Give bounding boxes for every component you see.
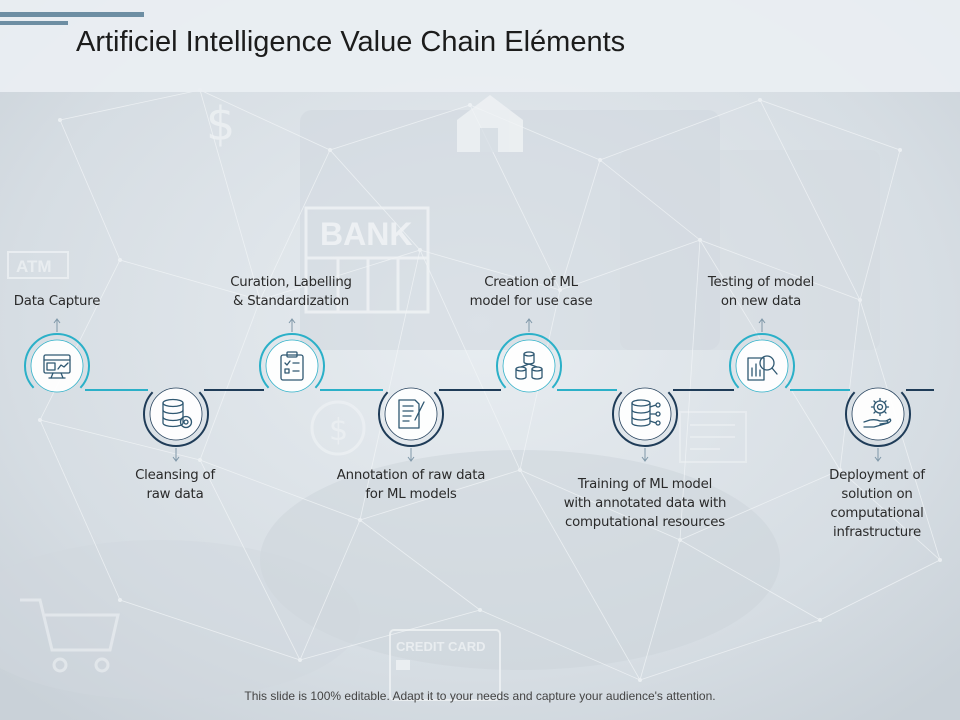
- step-label: Curation, Labelling & Standardization: [196, 273, 386, 311]
- step-ring: [143, 391, 209, 447]
- step-label-line: Deployment of: [829, 468, 925, 483]
- page-title: Artificiel Intelligence Value Chain Elém…: [76, 26, 626, 58]
- step-ring: [496, 333, 562, 389]
- step-label-line: Testing of model: [707, 275, 815, 290]
- document-icon: [679, 411, 747, 463]
- step-label-line: Training of ML model: [577, 477, 713, 492]
- accent-bar: [0, 21, 68, 25]
- atm-icon: ATM: [7, 251, 69, 279]
- step-node: [845, 387, 911, 462]
- step-label-line: Cleansing of: [135, 468, 215, 483]
- step-label-line: on new data: [720, 294, 802, 309]
- step-node: [496, 318, 562, 393]
- step-label-line: for ML models: [365, 487, 457, 502]
- monitor-dashboard-icon: [43, 354, 71, 379]
- step-label-line: solution on: [841, 487, 913, 502]
- house-icon: [457, 95, 523, 152]
- database-gear-icon: [162, 398, 193, 429]
- step-node: [143, 387, 209, 462]
- step-label-line: Data Capture: [13, 294, 101, 309]
- value-chain-process: [24, 318, 934, 462]
- step-label-line: Annotation of raw data: [336, 468, 486, 483]
- bank-sign: BANK: [320, 216, 412, 252]
- step-label-line: infrastructure: [833, 525, 921, 540]
- shopping-cart-icon: [20, 598, 120, 673]
- database-stack-icon: [515, 351, 543, 380]
- step-ring: [24, 333, 90, 389]
- step-ring: [378, 391, 444, 447]
- step-node: [259, 318, 325, 393]
- clipboard-checklist-icon: [280, 351, 304, 381]
- step-node: [24, 318, 90, 393]
- footer-note: This slide is 100% editable. Adapt it to…: [244, 689, 716, 703]
- step-node: [378, 387, 444, 462]
- step-label-line: raw data: [146, 487, 204, 502]
- step-label-line: computational resources: [564, 515, 725, 530]
- database-network-icon: [631, 399, 661, 427]
- step-label-line: Creation of ML: [484, 275, 578, 290]
- document-pen-icon: [398, 399, 425, 429]
- step-label: Training of ML model with annotated data …: [550, 475, 740, 532]
- step-node: [729, 318, 795, 393]
- step-label-line: model for use case: [469, 294, 593, 309]
- step-ring: [729, 333, 795, 389]
- bank-building-icon: [304, 206, 430, 314]
- step-label-line: computational: [830, 506, 924, 521]
- credit-card-icon: CREDIT CARD: [389, 629, 501, 701]
- step-label: Deployment of solution on computational inf…: [782, 466, 960, 542]
- step-label-line: Curation, Labelling: [230, 275, 352, 290]
- step-ring: [612, 391, 678, 447]
- chart-magnifier-icon: [747, 355, 778, 381]
- header-band: [0, 0, 960, 92]
- step-label-line: & Standardization: [233, 294, 349, 309]
- step-label-line: with annotated data with: [563, 496, 727, 511]
- step-label: Annotation of raw data for ML models: [316, 466, 506, 504]
- accent-bar: [0, 12, 144, 17]
- hand-gear-icon: [863, 397, 892, 428]
- step-label: Data Capture: [0, 292, 152, 311]
- svg-text:CREDIT CARD: CREDIT CARD: [396, 639, 486, 654]
- step-label: Cleansing of raw data: [80, 466, 270, 504]
- step-node: [612, 387, 678, 462]
- step-ring: [259, 333, 325, 389]
- svg-text:ATM: ATM: [16, 257, 52, 276]
- dollar-icon: $: [206, 97, 235, 151]
- svg-text:$: $: [329, 413, 348, 448]
- step-label: Creation of ML model for use case: [436, 273, 626, 311]
- step-ring: [845, 391, 911, 447]
- step-label: Testing of model on new data: [666, 273, 856, 311]
- coin-icon: $: [310, 400, 366, 456]
